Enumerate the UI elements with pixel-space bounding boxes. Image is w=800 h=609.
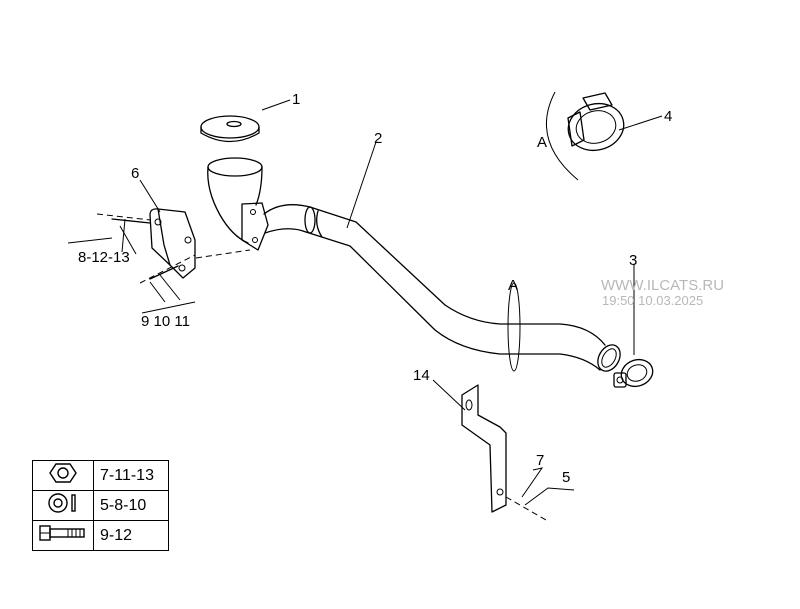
bolt-icon — [39, 525, 85, 541]
callout-5: 5 — [562, 469, 570, 486]
callout-1: 1 — [292, 91, 300, 108]
legend-row: 7-11-13 — [32, 460, 169, 491]
legend-label: 9-12 — [93, 520, 169, 551]
part-1-cap[interactable] — [200, 115, 260, 143]
part-2-pipe[interactable] — [207, 157, 625, 375]
callout-14: 14 — [413, 367, 430, 384]
view-a-label-detail: A — [537, 134, 547, 151]
callout-6: 6 — [131, 165, 139, 182]
callout-group-9-10-11: 9 10 11 — [141, 313, 190, 330]
callout-4: 4 — [664, 108, 672, 125]
part-4-clamp-detail[interactable] — [545, 91, 629, 181]
view-a-label-main: A — [508, 277, 518, 294]
legend-label: 5-8-10 — [93, 490, 169, 521]
fastener-legend: 7-11-13 5-8-10 9-12 — [32, 460, 169, 551]
hex-nut-icon — [49, 463, 77, 483]
washer-icon — [48, 493, 76, 513]
legend-icon-cell — [32, 460, 94, 491]
part-3-clamp[interactable] — [613, 355, 656, 390]
legend-label: 7-11-13 — [93, 460, 169, 491]
callout-3: 3 — [629, 252, 637, 269]
part-6-bracket[interactable] — [96, 208, 251, 284]
watermark-site: WWW.ILCATS.RU — [601, 277, 724, 294]
watermark-timestamp: 19:50 10.03.2025 — [602, 293, 703, 308]
legend-icon-cell — [32, 520, 94, 551]
leader-lines — [67, 99, 663, 506]
legend-icon-cell — [32, 490, 94, 521]
callout-2: 2 — [374, 130, 382, 147]
callout-group-8-12-13: 8-12-13 — [78, 249, 130, 266]
part-14-bracket[interactable] — [461, 384, 547, 521]
legend-row: 9-12 — [32, 520, 169, 551]
callout-7: 7 — [536, 452, 544, 469]
legend-row: 5-8-10 — [32, 490, 169, 521]
